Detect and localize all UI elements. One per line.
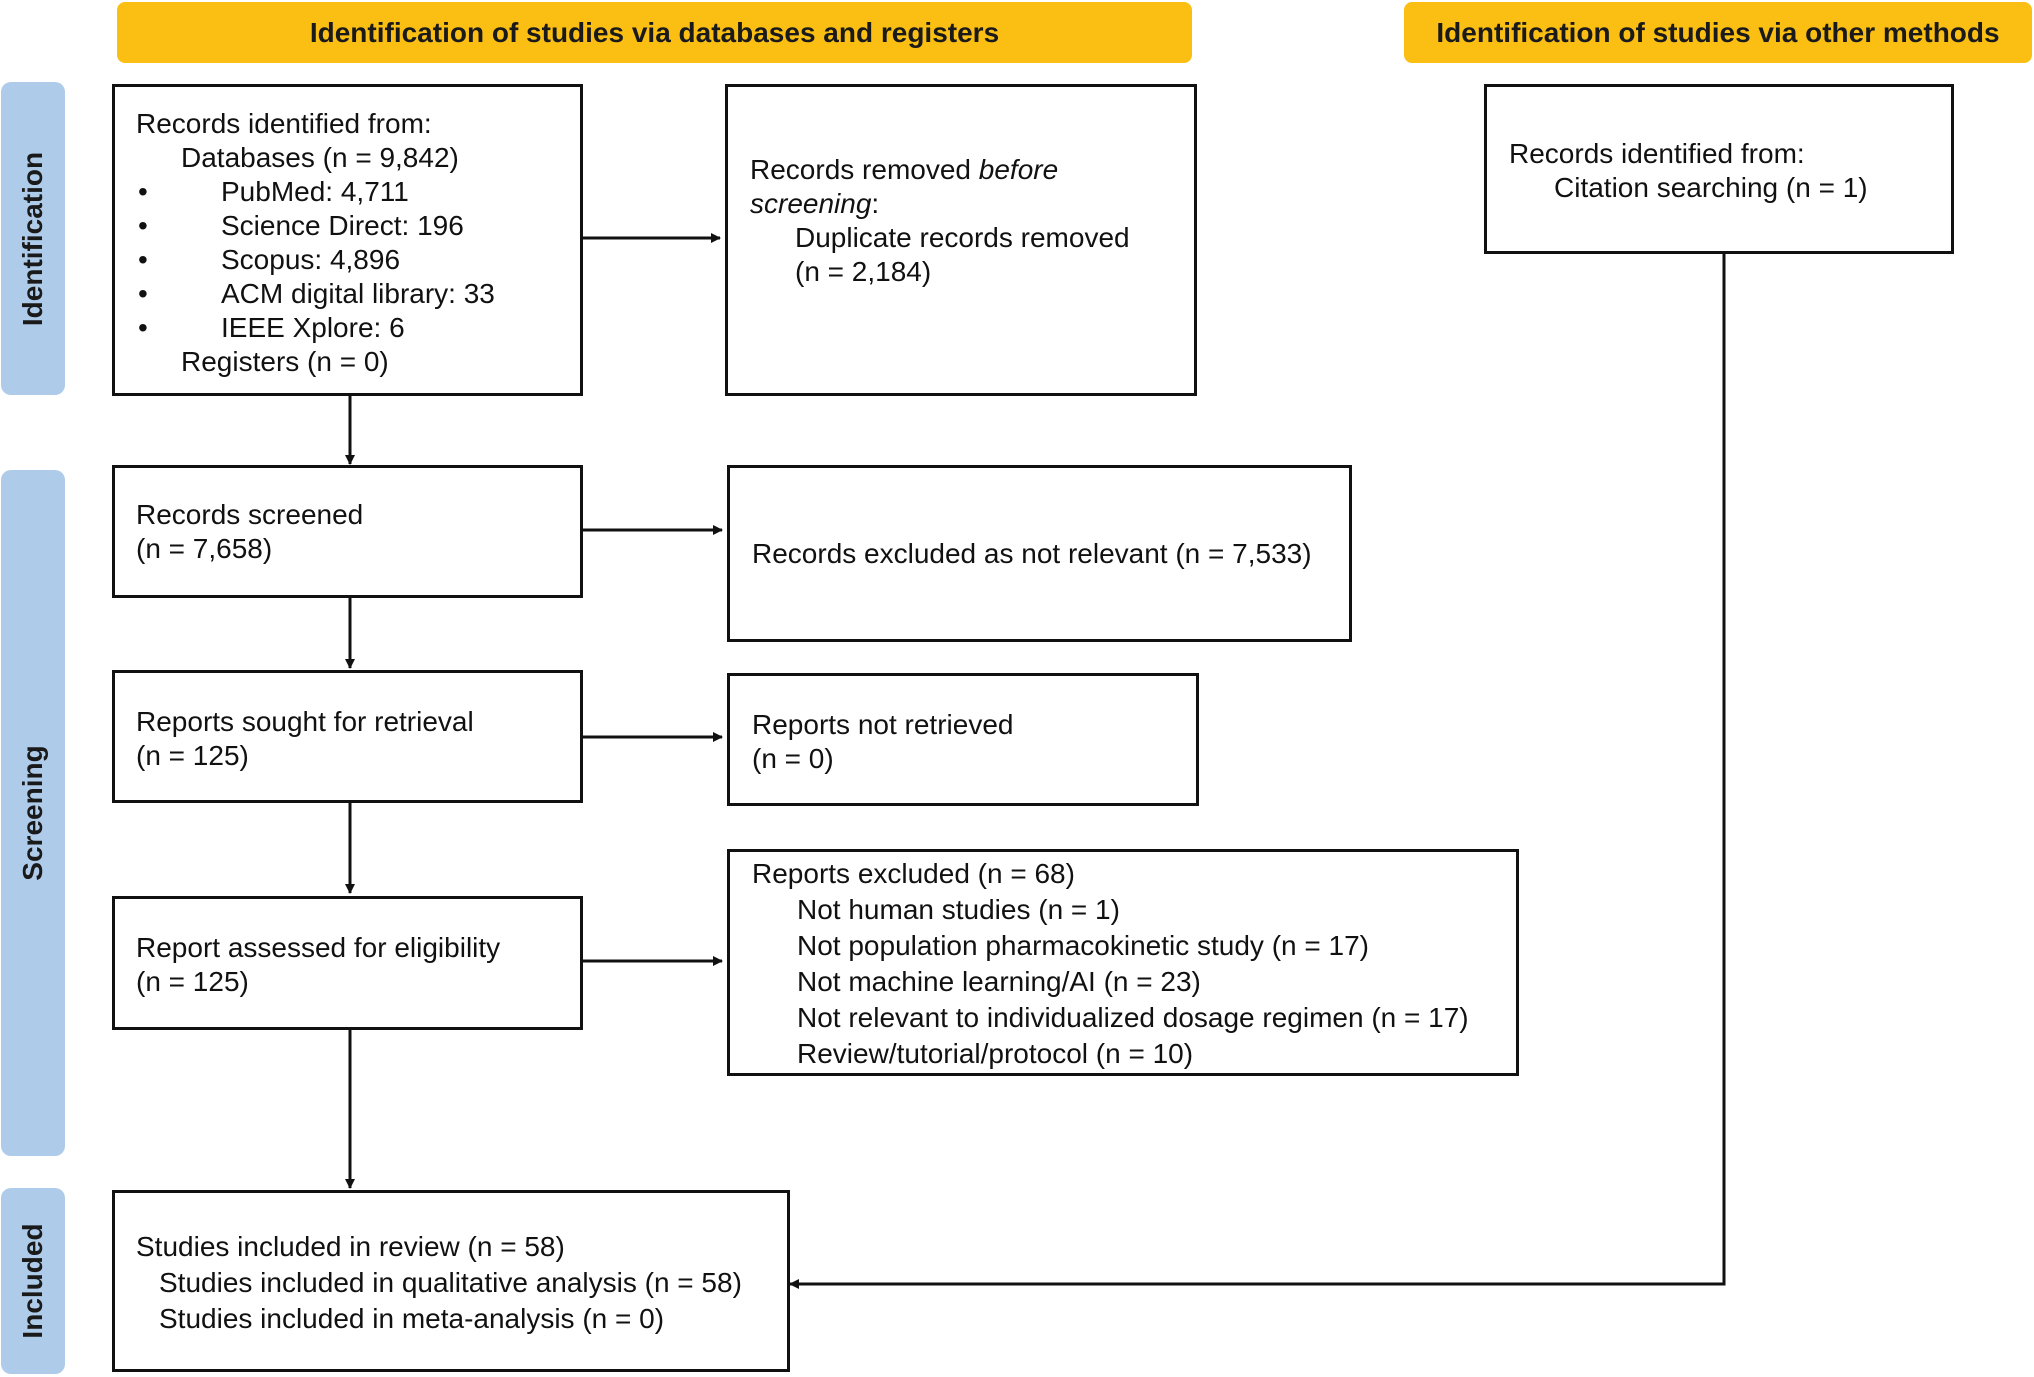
header-databases-label: Identification of studies via databases …: [309, 16, 1000, 48]
other-methods-box: Records identified from: Citation search…: [1484, 84, 1954, 254]
reason-not-dosage: Not relevant to individualized dosage re…: [797, 1002, 1469, 1033]
duplicates-removed: Duplicate records removed: [795, 222, 1130, 253]
reason-not-ml: Not machine learning/AI (n = 23): [797, 966, 1201, 997]
studies-included-title: Studies included in review (n = 58): [136, 1231, 565, 1262]
citation-searching: Citation searching (n = 1): [1554, 172, 1868, 203]
bullet: •: [138, 312, 148, 343]
report-assessed-title: Report assessed for eligibility: [136, 932, 501, 963]
header-other-methods-label: Identification of studies via other meth…: [1436, 16, 2000, 48]
reports-excluded-box: Reports excluded (n = 68) Not human stud…: [727, 849, 1519, 1076]
source-science-direct: •Science Direct: 196: [138, 210, 464, 241]
bullet: •: [138, 278, 148, 309]
reports-sought-count: (n = 125): [136, 740, 249, 771]
source-acm: •ACM digital library: 33: [138, 278, 495, 309]
bullet: •: [138, 176, 148, 207]
phase-included: Included: [1, 1188, 65, 1374]
bullet: •: [138, 210, 148, 241]
records-screened-title: Records screened: [136, 499, 364, 530]
reports-excluded-title: Reports excluded (n = 68): [752, 858, 1075, 889]
records-excluded-text: Records excluded as not relevant (n = 7,…: [752, 538, 1312, 569]
source-ieee: •IEEE Xplore: 6: [138, 312, 405, 343]
records-screened-box: Records screened (n = 7,658): [112, 465, 583, 598]
studies-meta-analysis: Studies included in meta-analysis (n = 0…: [159, 1303, 665, 1334]
reason-not-popPK: Not population pharmacokinetic study (n …: [797, 930, 1369, 961]
bullet: •: [138, 244, 148, 275]
databases-count: Databases (n = 9,842): [181, 142, 459, 173]
report-assessed-box: Report assessed for eligibility (n = 125…: [112, 896, 583, 1030]
reports-not-retrieved-title: Reports not retrieved: [752, 709, 1014, 740]
duplicates-count: (n = 2,184): [795, 256, 932, 287]
reports-not-retrieved-box: Reports not retrieved (n = 0): [727, 673, 1199, 806]
records-excluded-box: Records excluded as not relevant (n = 7,…: [727, 465, 1352, 642]
phase-identification: Identification: [1, 82, 65, 395]
reason-not-human: Not human studies (n = 1): [797, 894, 1120, 925]
reports-not-retrieved-count: (n = 0): [752, 743, 834, 774]
registers-count: Registers (n = 0): [181, 346, 389, 377]
records-identified-box: Records identified from: Databases (n = …: [112, 84, 583, 396]
records-removed-title: Records removed before: [750, 154, 1059, 185]
reason-review: Review/tutorial/protocol (n = 10): [797, 1038, 1194, 1069]
studies-included-box: Studies included in review (n = 58) Stud…: [112, 1190, 790, 1372]
other-methods-title: Records identified from:: [1509, 138, 1805, 169]
arrow-other-methods-to-included: [789, 254, 1726, 1289]
records-screened-count: (n = 7,658): [136, 533, 273, 564]
header-databases: Identification of studies via databases …: [117, 2, 1192, 63]
phase-screening: Screening: [1, 470, 65, 1156]
report-assessed-count: (n = 125): [136, 966, 249, 997]
source-pubmed: •PubMed: 4,711: [138, 176, 409, 207]
records-removed-title-cont: screening:: [750, 188, 880, 219]
studies-qualitative: Studies included in qualitative analysis…: [159, 1267, 742, 1298]
header-other-methods: Identification of studies via other meth…: [1404, 2, 2032, 63]
reports-sought-title: Reports sought for retrieval: [136, 706, 474, 737]
reports-sought-box: Reports sought for retrieval (n = 125): [112, 670, 583, 803]
records-identified-title: Records identified from:: [136, 108, 432, 139]
source-scopus: •Scopus: 4,896: [138, 244, 401, 275]
records-removed-box: Records removed before screening: Duplic…: [725, 84, 1197, 396]
